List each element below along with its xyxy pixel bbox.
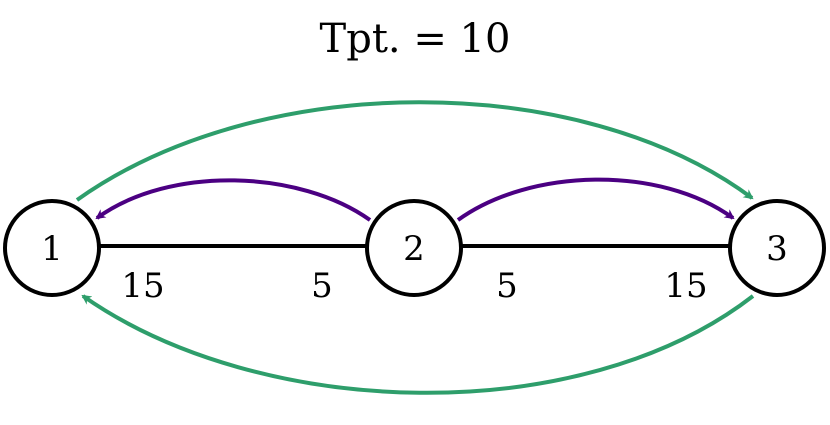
edge-1-2-label-near-1: 15 (121, 266, 164, 306)
edge-2-3-label-near-2: 5 (496, 266, 518, 306)
flow-arc-2-to-3 (456, 177, 735, 222)
edge-1-2-label-near-2: 5 (311, 266, 333, 306)
node-2-label: 2 (403, 229, 425, 269)
flow-arc-3-to-1 (81, 294, 755, 395)
edge-2-3-label-near-3: 15 (664, 266, 707, 306)
node-1-label: 1 (41, 229, 63, 269)
node-3: 3 (728, 199, 826, 297)
diagram-title: Tpt. = 10 (320, 16, 511, 62)
flow-arc-1-to-3 (75, 100, 754, 202)
node-2: 2 (365, 199, 463, 297)
node-3-label: 3 (766, 229, 788, 269)
node-1: 1 (3, 199, 101, 297)
flow-arc-2-to-1 (95, 178, 372, 222)
